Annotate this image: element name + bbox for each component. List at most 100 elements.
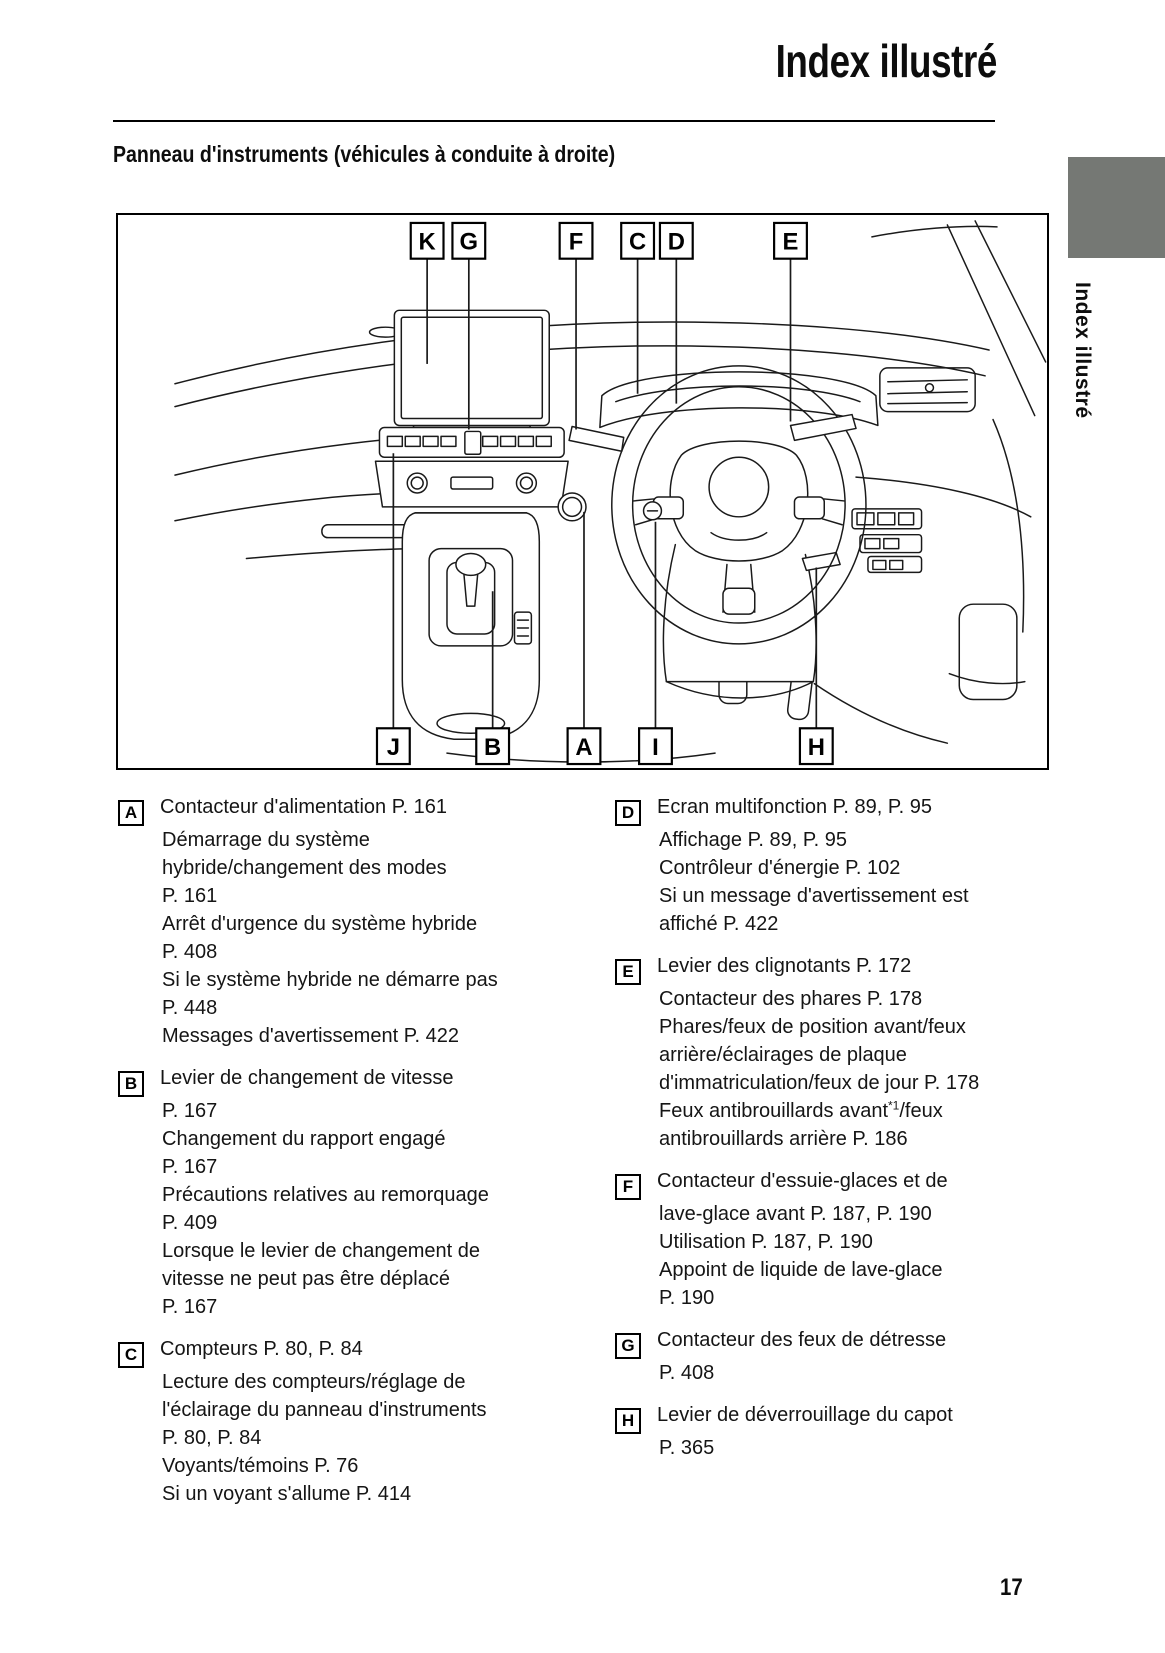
callout-box-J xyxy=(375,727,411,766)
legend-line: C Compteurs P. 80, P. 84 xyxy=(118,1335,596,1368)
legend-line: P. 161 xyxy=(118,882,596,910)
legend-line: Voyants/témoins P. 76 xyxy=(118,1452,596,1480)
legend-text: Appoint de liquide de lave-glace xyxy=(659,1259,943,1281)
callout-E: E xyxy=(773,221,808,422)
callout-A: A xyxy=(566,511,602,766)
legend-text: P. 167 xyxy=(162,1100,218,1122)
page-title: Index illustré xyxy=(775,35,998,87)
callout-box-H xyxy=(798,727,834,766)
legend-text: P. 408 xyxy=(659,1362,715,1384)
legend-text: Changement du rapport engagé xyxy=(162,1128,446,1150)
legend-text: Contrôleur d'énergie P. 102 xyxy=(659,857,901,879)
legend-text: lave-glace avant P. 187, P. 190 xyxy=(659,1203,932,1225)
callout-I: I xyxy=(637,521,673,766)
legend-line: Phares/feux de position avant/feux xyxy=(615,1013,1055,1041)
legend-text: Voyants/témoins P. 76 xyxy=(162,1455,359,1477)
legend-line: Messages d'avertissement P. 422 xyxy=(118,1022,596,1050)
legend-text: arrière/éclairages de plaque xyxy=(659,1044,907,1066)
legend-text: Contacteur des phares P. 178 xyxy=(659,988,923,1010)
legend-text: Si un voyant s'allume P. 414 xyxy=(162,1483,412,1505)
legend-text: P. 161 xyxy=(162,885,218,907)
legend-text: Affichage P. 89, P. 95 xyxy=(659,829,847,851)
legend-text: Démarrage du système xyxy=(162,829,370,851)
legend-text: l'éclairage du panneau d'instruments xyxy=(162,1399,487,1421)
legend-line: Précautions relatives au remorquage xyxy=(118,1181,596,1209)
callout-letter-B: B xyxy=(484,734,501,761)
callout-box-K xyxy=(409,221,445,260)
legend-line: Feux antibrouillards avant*1/feux xyxy=(615,1097,1055,1125)
legend-text: Précautions relatives au remorquage xyxy=(162,1184,489,1206)
legend-line: P. 408 xyxy=(615,1359,1055,1387)
legend-text: P. 408 xyxy=(162,941,218,963)
callout-F: F xyxy=(558,221,594,430)
callout-C: C xyxy=(620,221,656,394)
legend-line: l'éclairage du panneau d'instruments xyxy=(118,1396,596,1424)
legend-item-C: C Compteurs P. 80, P. 84 Lecture des compt… xyxy=(118,1335,596,1508)
legend-text: P. 365 xyxy=(659,1437,715,1459)
legend-text: P. 80, P. 84 xyxy=(162,1427,262,1449)
legend-line: Si un message d'avertissement est xyxy=(615,882,1055,910)
legend-key-C: C xyxy=(118,1342,144,1368)
callout-box-D xyxy=(658,221,694,260)
callout-box-A xyxy=(566,727,602,766)
legend-line: hybride/changement des modes xyxy=(118,854,596,882)
legend-line: Appoint de liquide de lave-glace xyxy=(615,1256,1055,1284)
legend-line: P. 190 xyxy=(615,1284,1055,1312)
legend-text: Si un message d'avertissement est xyxy=(659,885,969,907)
legend-text: Feux antibrouillards avant*1/feux xyxy=(659,1098,943,1122)
legend-text: Compteurs P. 80, P. 84 xyxy=(160,1338,363,1360)
legend-text: affiché P. 422 xyxy=(659,913,779,935)
legend-key-E: E xyxy=(615,959,641,985)
legend-line: P. 167 xyxy=(118,1293,596,1321)
legend-line: Changement du rapport engagé xyxy=(118,1125,596,1153)
legend-line: E Levier des clignotants P. 172 xyxy=(615,952,1055,985)
callout-H: H xyxy=(798,567,834,766)
legend-text: Levier des clignotants P. 172 xyxy=(657,955,912,977)
callout-J: J xyxy=(375,453,411,766)
legend-line: P. 448 xyxy=(118,994,596,1022)
legend-key-G: G xyxy=(615,1333,641,1359)
callout-letter-A: A xyxy=(575,734,592,761)
callout-letter-D: D xyxy=(668,229,685,256)
callout-letter-C: C xyxy=(629,229,646,256)
legend-text: hybride/changement des modes xyxy=(162,857,447,879)
callout-letter-F: F xyxy=(569,229,584,256)
legend-text: P. 448 xyxy=(162,997,218,1019)
legend-text: P. 409 xyxy=(162,1212,218,1234)
callout-box-F xyxy=(558,221,594,260)
legend-line: Contacteur des phares P. 178 xyxy=(615,985,1055,1013)
legend-line: Démarrage du système xyxy=(118,826,596,854)
legend-text: Lecture des compteurs/réglage de xyxy=(162,1371,466,1393)
legend-text: Utilisation P. 187, P. 190 xyxy=(659,1231,873,1253)
legend-line: P. 167 xyxy=(118,1153,596,1181)
legend-text: d'immatriculation/feux de jour P. 178 xyxy=(659,1072,980,1094)
legend-text: Arrêt d'urgence du système hybride xyxy=(162,913,478,935)
callout-letter-E: E xyxy=(783,229,799,256)
legend-line: Affichage P. 89, P. 95 xyxy=(615,826,1055,854)
legend-line: Contrôleur d'énergie P. 102 xyxy=(615,854,1055,882)
legend-text: Lorsque le levier de changement de xyxy=(162,1240,480,1262)
legend-text: Levier de déverrouillage du capot xyxy=(657,1404,953,1426)
legend-text: Phares/feux de position avant/feux xyxy=(659,1016,966,1038)
callout-letter-G: G xyxy=(460,229,479,256)
legend-line: P. 365 xyxy=(615,1434,1055,1462)
legend-text: antibrouillards arrière P. 186 xyxy=(659,1128,908,1150)
callout-box-B xyxy=(475,727,511,766)
legend-line: P. 167 xyxy=(118,1097,596,1125)
callout-B: B xyxy=(475,591,511,766)
callout-box-G xyxy=(451,221,487,260)
legend-text: Levier de changement de vitesse xyxy=(160,1067,454,1089)
